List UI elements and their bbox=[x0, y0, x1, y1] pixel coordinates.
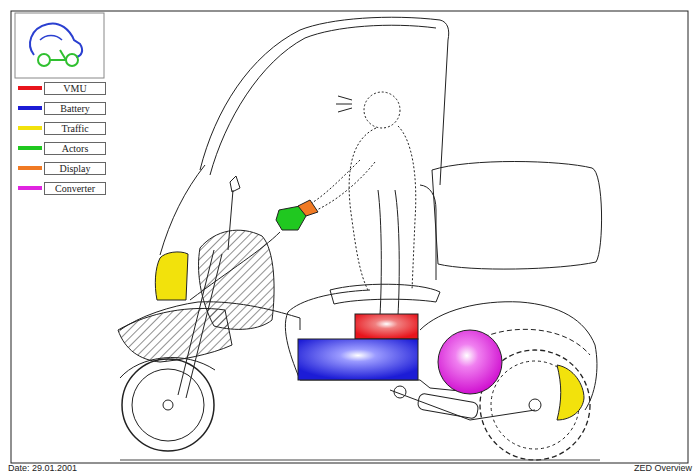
legend-swatch bbox=[18, 166, 42, 170]
logo bbox=[15, 13, 104, 78]
legend-swatch bbox=[18, 86, 42, 90]
page-frame bbox=[11, 11, 688, 463]
footer-label: Date: 29.01.2001 bbox=[8, 463, 77, 473]
legend-row: Display bbox=[18, 162, 106, 175]
legend-row: Actors bbox=[18, 142, 106, 155]
scooter-line-art bbox=[120, 17, 602, 460]
legend-row: Converter bbox=[18, 182, 106, 195]
footer-label: ZED Overview bbox=[634, 463, 692, 473]
legend-text: Traffic bbox=[44, 122, 106, 135]
legend-swatch bbox=[18, 146, 42, 150]
legend-swatch bbox=[18, 186, 42, 190]
front-fairing bbox=[118, 230, 274, 362]
legend-text: Battery bbox=[44, 102, 106, 115]
legend-text: Converter bbox=[44, 182, 106, 195]
display-unit bbox=[298, 200, 318, 216]
front-light bbox=[155, 252, 188, 300]
rear-light bbox=[557, 365, 584, 420]
legend-text: Display bbox=[44, 162, 106, 175]
converter-ball bbox=[438, 330, 502, 394]
legend-swatch bbox=[18, 106, 42, 110]
legend-row: Traffic bbox=[18, 122, 106, 135]
legend-swatch bbox=[18, 126, 42, 130]
legend-row: VMU bbox=[18, 82, 106, 95]
legend-row: Battery bbox=[18, 102, 106, 115]
battery-box bbox=[298, 339, 418, 380]
vmu-box bbox=[355, 314, 418, 339]
legend-text: Actors bbox=[44, 142, 106, 155]
legend-text: VMU bbox=[44, 82, 106, 95]
